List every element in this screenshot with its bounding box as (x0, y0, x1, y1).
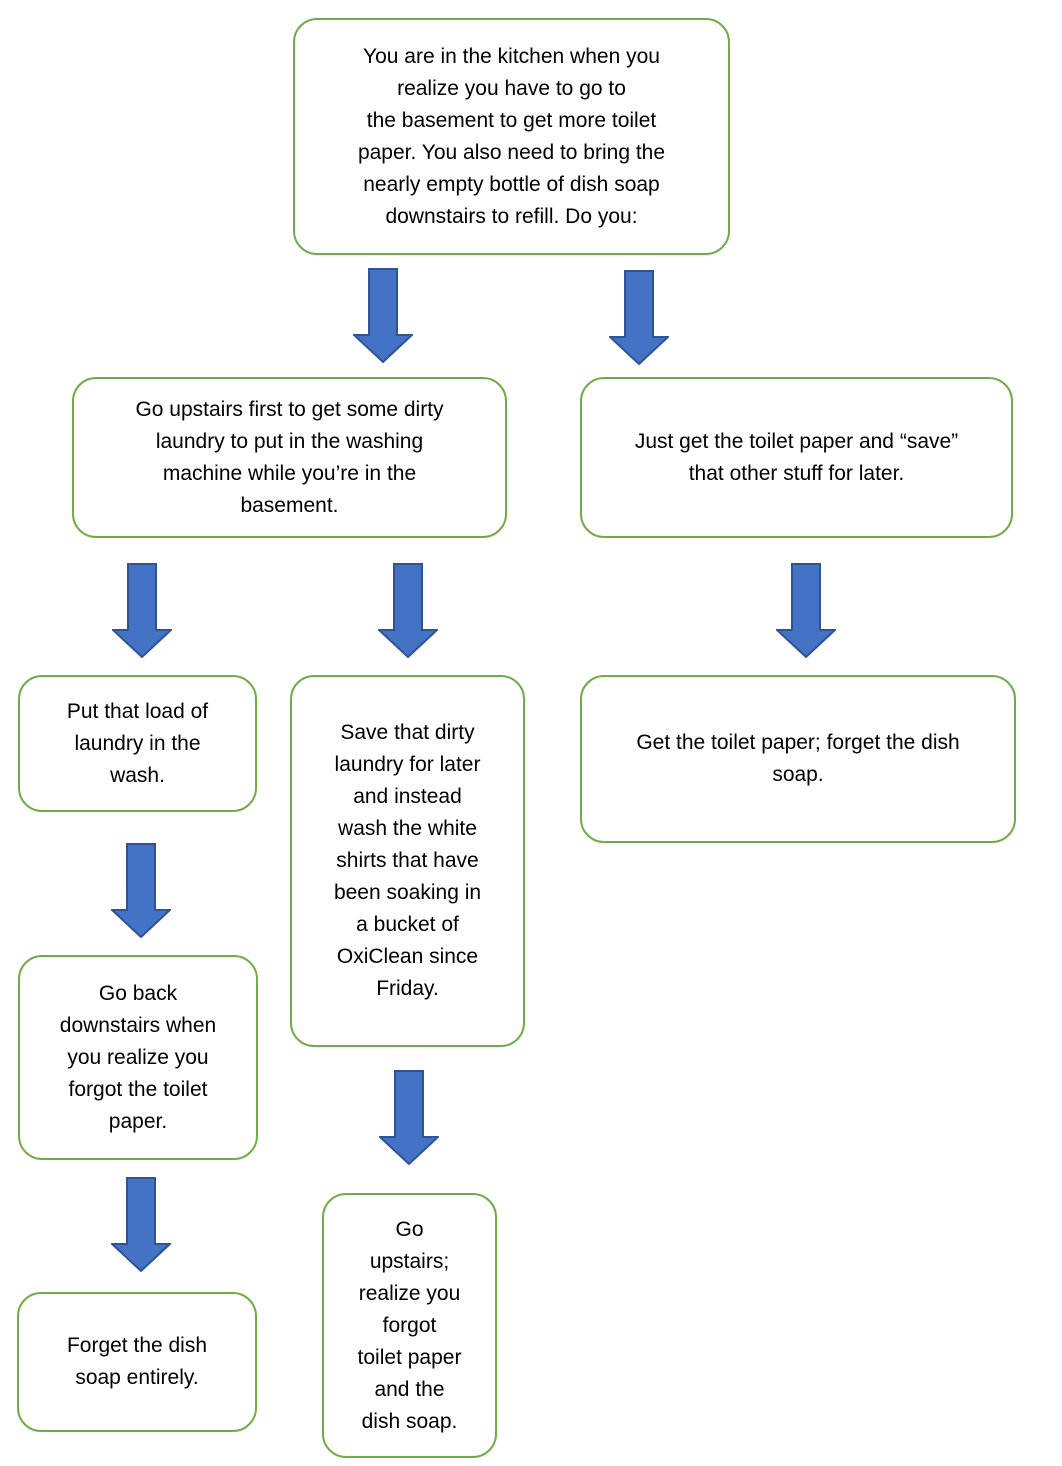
down-arrow-icon (379, 1070, 439, 1165)
connector-wash-load-to-go-back-downstairs (111, 843, 171, 938)
node-go-upstairs-forgot-all: Go upstairs; realize you forgot toilet p… (322, 1193, 497, 1458)
down-arrow-icon (609, 270, 669, 365)
node-get-tp-forget-soap: Get the toilet paper; forget the dish so… (580, 675, 1016, 843)
node-go-back-downstairs: Go back downstairs when you realize you … (18, 955, 258, 1160)
connector-go-back-downstairs-to-forget-soap (111, 1177, 171, 1272)
down-arrow-icon (378, 563, 438, 658)
node-branch-laundry-text: Go upstairs first to get some dirty laun… (135, 397, 444, 517)
connector-branch-save-later-to-get-tp (776, 563, 836, 658)
node-go-back-downstairs-text: Go back downstairs when you realize you … (59, 981, 217, 1133)
node-branch-save-later: Just get the toilet paper and “save” tha… (580, 377, 1013, 538)
node-branch-save-later-text: Just get the toilet paper and “save” tha… (634, 429, 959, 485)
connector-branch-laundry-to-wash-white-shirts (378, 563, 438, 658)
connector-wash-white-shirts-to-go-upstairs (379, 1070, 439, 1165)
node-start-text: You are in the kitchen when you realize … (357, 44, 666, 228)
down-arrow-icon (776, 563, 836, 658)
down-arrow-icon (111, 843, 171, 938)
node-branch-laundry: Go upstairs first to get some dirty laun… (72, 377, 507, 538)
node-go-upstairs-forgot-all-text: Go upstairs; realize you forgot toilet p… (357, 1217, 462, 1433)
connector-branch-laundry-to-wash-load (112, 563, 172, 658)
connector-start-to-branch-save-later (609, 270, 669, 365)
node-start: You are in the kitchen when you realize … (293, 18, 730, 255)
node-get-tp-forget-soap-text: Get the toilet paper; forget the dish so… (636, 731, 960, 786)
down-arrow-icon (111, 1177, 171, 1272)
node-forget-dish-soap-text: Forget the dish soap entirely. (66, 1334, 208, 1389)
down-arrow-icon (353, 268, 413, 363)
node-wash-load: Put that load of laundry in the wash. (18, 675, 257, 812)
down-arrow-icon (112, 563, 172, 658)
node-wash-white-shirts-text: Save that dirty laundry for later and in… (333, 721, 482, 1000)
node-wash-white-shirts: Save that dirty laundry for later and in… (290, 675, 525, 1047)
node-wash-load-text: Put that load of laundry in the wash. (66, 699, 209, 787)
connector-start-to-branch-laundry (353, 268, 413, 363)
node-forget-dish-soap: Forget the dish soap entirely. (17, 1292, 257, 1432)
